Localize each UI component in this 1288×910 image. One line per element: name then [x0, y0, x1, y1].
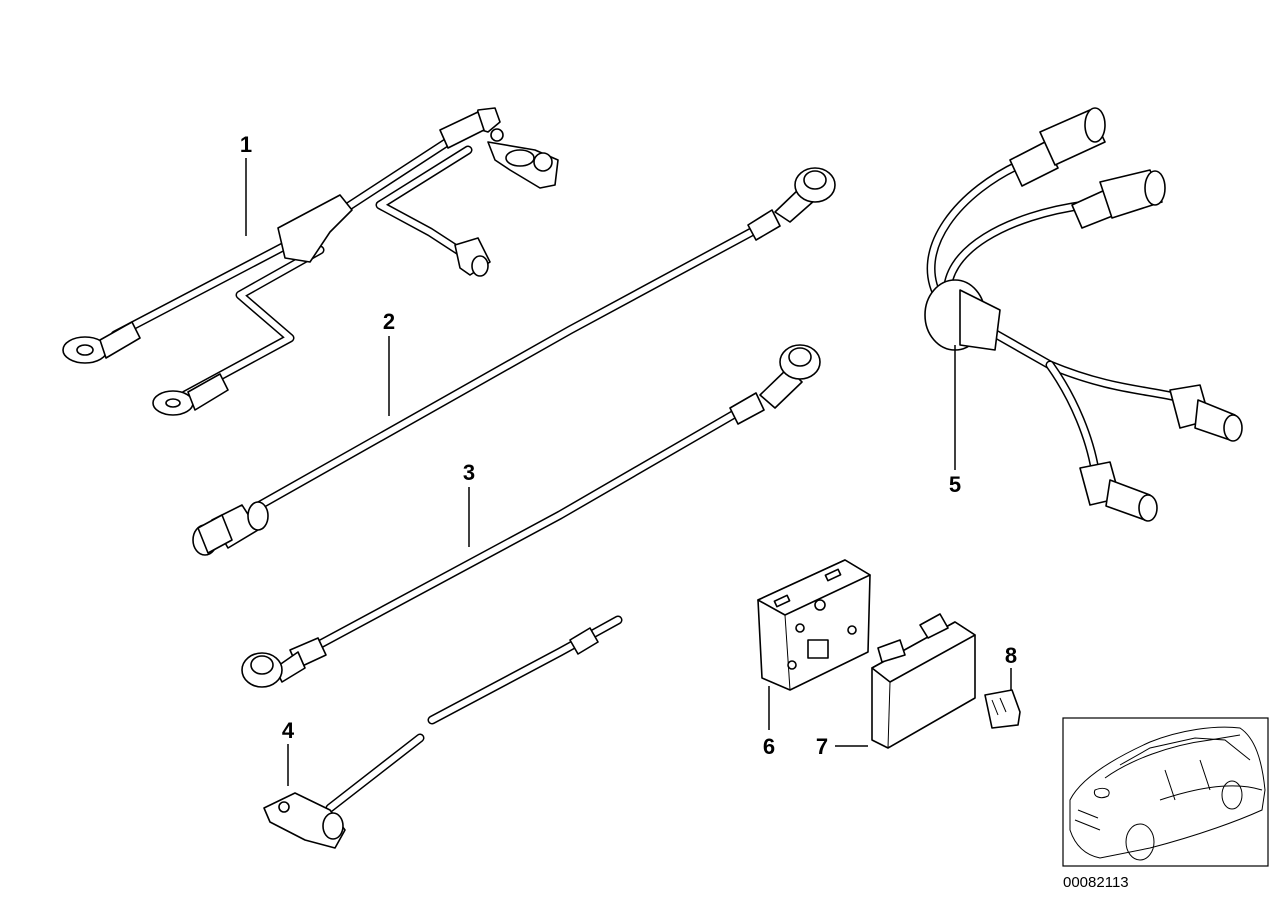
car-icon: [1069, 726, 1266, 861]
callout-1: 1: [240, 132, 252, 157]
part-2-cable[interactable]: [192, 167, 836, 556]
part-4-cable-clamp[interactable]: [263, 615, 623, 849]
callout-8: 8: [1005, 643, 1017, 668]
part-3-cable[interactable]: [241, 344, 821, 688]
part-8-clip[interactable]: [984, 689, 1021, 729]
part-7-cover[interactable]: [871, 613, 976, 749]
callout-5: 5: [949, 472, 961, 497]
part-6-bracket[interactable]: [757, 559, 871, 691]
callout-6: 6: [763, 734, 775, 759]
part-5-branched-harness[interactable]: [924, 107, 1243, 522]
leader-lines: [245, 158, 1012, 786]
vehicle-thumbnail[interactable]: [1062, 717, 1269, 867]
part-1-cable-harness[interactable]: [62, 107, 559, 416]
callout-2: 2: [383, 309, 395, 334]
callout-3: 3: [463, 460, 475, 485]
callout-4: 4: [282, 718, 295, 743]
diagram-reference-number: 00082113: [1063, 874, 1129, 891]
callout-7: 7: [816, 734, 828, 759]
